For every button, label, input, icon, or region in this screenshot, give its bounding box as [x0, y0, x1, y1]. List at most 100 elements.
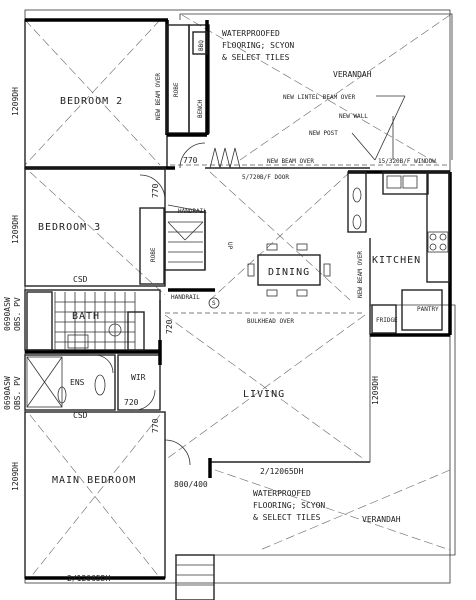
bbq-box — [192, 31, 208, 55]
diag-line — [181, 14, 441, 166]
dimension-label: 770 — [183, 156, 198, 165]
new-beam-over-label: NEW BEAM OVER — [357, 251, 364, 298]
diag-line — [164, 314, 366, 461]
entry-steps — [175, 554, 215, 600]
diag-line — [259, 469, 451, 551]
door-swing — [94, 354, 114, 374]
pantry — [401, 289, 443, 331]
window-label-living-right: 1209DH — [371, 376, 380, 405]
dining-chair — [266, 289, 278, 297]
room-label-bedroom-3: BEDROOM 3 — [38, 222, 101, 233]
handrail — [167, 204, 206, 213]
door-zigzag — [209, 147, 241, 169]
door-swing — [134, 389, 156, 411]
dining-table — [257, 254, 321, 286]
waterproofing-note-top: FLOORING; SCYON — [222, 41, 294, 50]
window-label-main: 2/12065DH — [67, 574, 111, 583]
main-bedroom-walls — [24, 411, 166, 579]
toilet — [108, 323, 122, 337]
dimension-label: 770 — [151, 183, 160, 198]
kitchen-bench-side — [426, 171, 450, 283]
ensuite-vanity — [94, 374, 106, 396]
burner — [429, 243, 437, 251]
fridge-label: FRIDGE — [376, 317, 398, 324]
bench — [188, 24, 210, 134]
diag-line — [239, 14, 451, 161]
stair-block — [164, 211, 206, 271]
new-lintel-note: NEW LINTEL BEAM OVER — [283, 94, 356, 101]
diag-line — [24, 19, 161, 166]
waterproofing-note-top: & SELECT TILES — [222, 53, 290, 62]
pantry-label: PANTRY — [417, 306, 439, 313]
stair-winder — [167, 221, 186, 241]
new-beam-over-note: NEW BEAM OVER — [267, 158, 314, 165]
verandah-top-outline — [179, 13, 453, 160]
waterproofing-note-top: WATERPROOFED — [222, 29, 280, 38]
dining-chair — [266, 243, 278, 251]
shower-cross — [26, 356, 63, 408]
bench-label: BENCH — [197, 100, 204, 118]
door-swing — [139, 174, 166, 201]
leader-line — [351, 132, 376, 161]
diag-line — [29, 414, 161, 579]
bathtub — [26, 291, 53, 351]
waterproofing-note-bottom: & SELECT TILES — [253, 513, 321, 522]
robe-label: ROBE — [173, 82, 180, 97]
robe-top — [166, 24, 190, 134]
room-label-kitchen: KITCHEN — [372, 255, 421, 266]
bedroom-2-walls — [24, 19, 168, 169]
kitchen-sink — [402, 175, 418, 189]
room-label-living: LIVING — [243, 389, 285, 400]
diag-line — [214, 469, 451, 551]
leader-line — [374, 95, 406, 161]
room-label-dining: DINING — [268, 267, 310, 278]
window-label-ens: OBS. PV — [13, 376, 22, 410]
dimension-label: 770 — [151, 418, 160, 433]
dining-chair — [323, 263, 331, 277]
room-label-verandah-bottom: VERANDAH — [362, 515, 401, 524]
room-label-verandah-top: VERANDAH — [333, 70, 372, 79]
fridge — [371, 304, 397, 334]
handrail-label: HANDRAIL — [178, 208, 207, 215]
robe-label: ROBE — [150, 247, 157, 262]
dining-chair — [247, 263, 255, 277]
door-note: 5/720B/F DOOR — [242, 174, 289, 181]
dimension-label: 720 — [124, 398, 139, 407]
burner — [429, 233, 437, 241]
vanity — [67, 334, 89, 349]
room-label-bath: BATH — [72, 311, 100, 322]
window-label-living: 2/12065DH — [260, 467, 304, 476]
stair-winder — [184, 221, 204, 241]
island-sink — [352, 187, 362, 203]
window-label-bedroom-3: 1209DH — [11, 215, 20, 244]
kitchen-island — [347, 171, 367, 233]
window-label-bath: OBS. PV — [13, 297, 22, 331]
window-label-ens: 0690ASW — [3, 376, 12, 410]
new-beam-over-label: NEW BEAM OVER — [155, 73, 162, 120]
waterproofing-note-bottom: WATERPROOFED — [253, 489, 311, 498]
door-swing — [179, 142, 206, 169]
window-label-main-bedroom: 1209DH — [11, 462, 20, 491]
new-wall-note: NEW WALL — [339, 113, 368, 120]
shower — [26, 356, 63, 408]
ensuite-vanity — [57, 386, 67, 404]
kitchen-bench-top — [382, 171, 429, 195]
room-label-wir: WIR — [131, 373, 146, 382]
smoke-detector — [208, 297, 220, 309]
window-label-bedroom-2: 1209DH — [11, 87, 20, 116]
waterproofing-note-bottom: FLOORING; SCYON — [253, 501, 325, 510]
island-sink — [352, 214, 362, 230]
csd-label: CSD — [73, 275, 88, 284]
new-post-note: NEW POST — [309, 130, 338, 137]
bbq-label: BBQ — [198, 40, 205, 51]
kitchen-sink — [386, 175, 402, 189]
room-label-main-bedroom: MAIN BEDROOM — [52, 475, 136, 486]
handrail-label: HANDRAIL — [171, 294, 200, 301]
dining-chair — [296, 289, 308, 297]
dining-chair — [296, 243, 308, 251]
door-swing — [164, 439, 191, 466]
diag-line — [29, 171, 166, 296]
bulkhead-note: BULKHEAD OVER — [247, 318, 294, 325]
ensuite-room — [24, 354, 116, 411]
smoke-detector-label: S — [212, 300, 216, 307]
